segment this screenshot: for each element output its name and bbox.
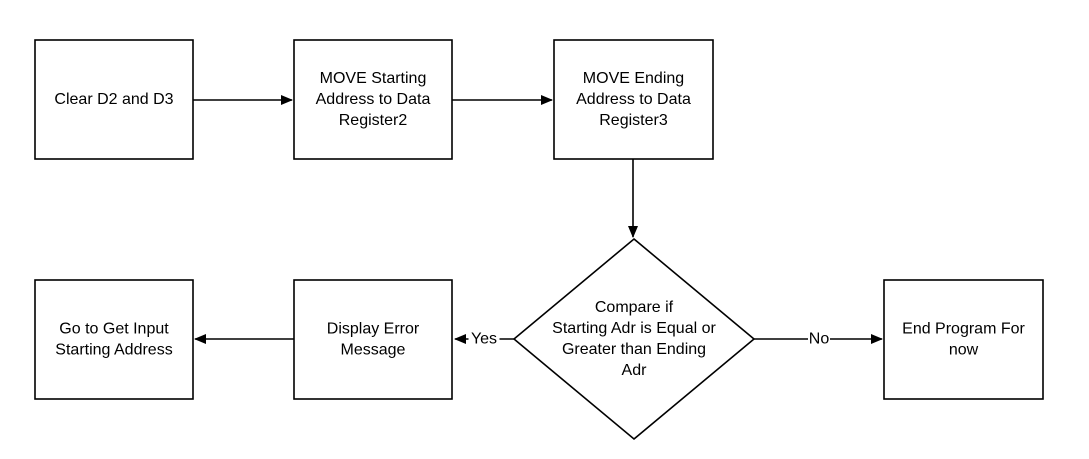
edge-label-background <box>468 329 500 349</box>
node-label-line: Register3 <box>599 112 668 129</box>
node-label-line: Message <box>341 342 406 359</box>
node-label-line: Adr <box>622 362 648 379</box>
node-label-line: Clear D2 and D3 <box>54 91 173 108</box>
process-box <box>34 279 194 400</box>
node-compare: Compare if Starting Adr is Equal or Greate… <box>512 237 756 441</box>
node-label-line: Greater than Ending <box>562 341 706 358</box>
node-label-line: Go to Get Input <box>59 321 169 338</box>
process-box <box>553 39 714 160</box>
node-label-line: End Program For <box>902 321 1025 338</box>
node-end-program: End Program For now <box>883 279 1044 400</box>
node-label-line: Address to Data <box>316 91 431 108</box>
node-label-line: Register2 <box>339 112 408 129</box>
node-label-line: Starting Adr is Equal or <box>552 320 716 337</box>
edge-label-background <box>808 329 830 349</box>
node-label-line: now <box>949 342 979 359</box>
edge-label-no: No <box>809 331 830 348</box>
process-box <box>293 279 453 400</box>
node-label-line: MOVE Ending <box>583 70 684 87</box>
node-label-line: MOVE Starting <box>320 70 427 87</box>
process-box <box>883 279 1044 400</box>
node-label-line: Starting Address <box>55 342 172 359</box>
edge-compare-to-end-program: No <box>754 329 883 349</box>
edges-layer: Yes No <box>193 95 883 349</box>
decision-diamond <box>512 237 756 441</box>
process-box <box>293 39 453 160</box>
process-box <box>34 39 194 160</box>
node-label-line: Address to Data <box>576 91 691 108</box>
node-label-line: Display Error <box>327 321 420 338</box>
node-clear-registers: Clear D2 and D3 <box>34 39 194 160</box>
edge-label-yes: Yes <box>471 331 497 348</box>
edge-compare-to-display-error: Yes <box>454 329 514 349</box>
node-label-line: Compare if <box>595 299 674 316</box>
